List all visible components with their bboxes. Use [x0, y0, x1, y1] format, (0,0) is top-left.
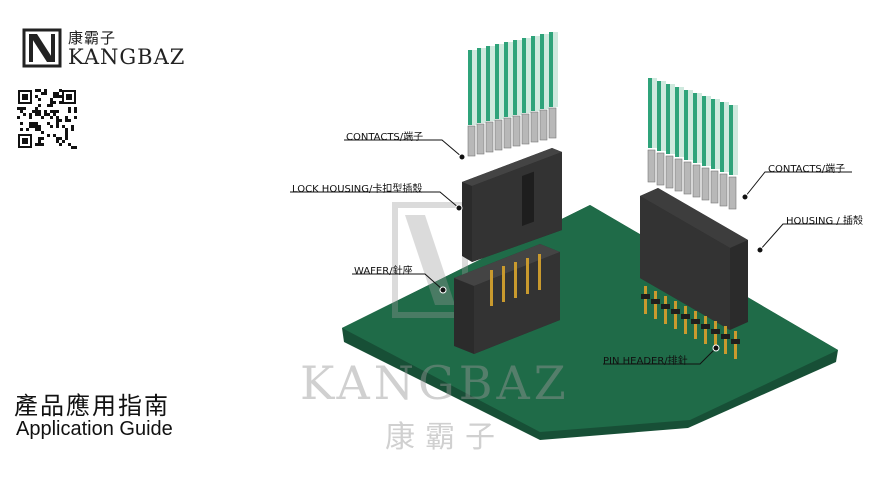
- callout-housing: HOUSING / 插殼: [786, 216, 863, 227]
- lock-housing: [462, 148, 562, 262]
- wires-left: [468, 32, 558, 125]
- housing-right: [640, 188, 748, 330]
- kangbaz-logo-icon: [22, 28, 62, 68]
- contacts-left: [467, 107, 557, 157]
- contacts-right: [647, 149, 737, 210]
- wafer: [454, 244, 560, 354]
- wires-right: [648, 78, 738, 175]
- watermark-text-cn: 康霸子: [385, 420, 505, 455]
- callout-wafer: WAFER/針座: [354, 266, 413, 277]
- watermark-logo-icon: [392, 202, 468, 318]
- pcb-board: [342, 205, 838, 440]
- callout-lock-housing: LOCK HOUSING/卡扣型插殼: [292, 184, 423, 195]
- brand-name-en: KANGBAZ: [68, 45, 186, 69]
- pin-header: [641, 286, 740, 359]
- callout-lines: [290, 139, 852, 365]
- page-title-cn: 產品應用指南: [14, 392, 170, 420]
- callout-pin-header: PIN HEADER/排針: [603, 356, 688, 367]
- brand-name-cn: 康霸子: [68, 29, 117, 47]
- callout-contacts-left: CONTACTS/端子: [346, 132, 424, 143]
- callout-contacts-right: CONTACTS/端子: [768, 164, 846, 175]
- watermark-text-en: KANGBAZ: [300, 356, 570, 410]
- qr-code-icon[interactable]: [17, 89, 77, 149]
- page-title-en: Application Guide: [16, 418, 173, 440]
